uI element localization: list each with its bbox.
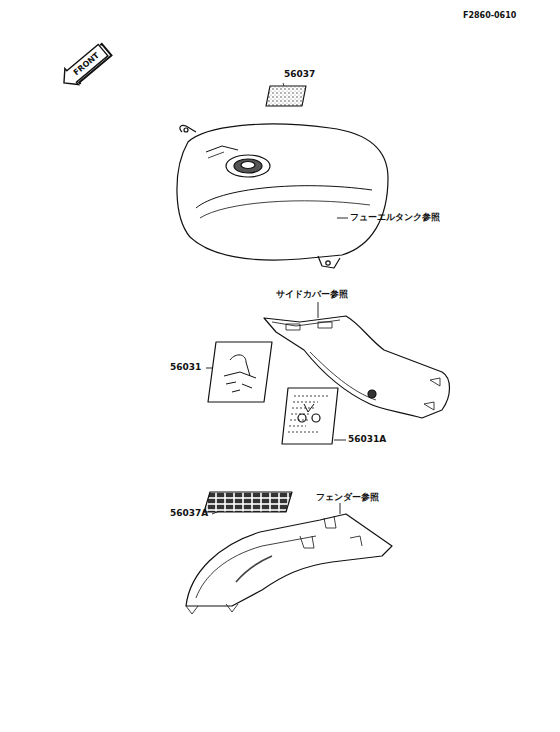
callout-number: 56037A <box>170 509 208 519</box>
callout-number: 56031 <box>170 363 201 373</box>
reference-note: フューエルタンク参照 <box>350 213 440 223</box>
reference-note: サイドカバー参照 <box>276 290 348 300</box>
decal-56037 <box>266 83 306 106</box>
callout-number: 56031A <box>348 435 386 445</box>
fuel-tank <box>177 124 388 268</box>
decal-56031A <box>282 388 346 444</box>
arrow-shadow <box>70 44 113 84</box>
reference-note: フェンダー参照 <box>316 493 379 503</box>
rear-fender <box>186 503 392 614</box>
front-arrow: FRONT <box>59 44 109 90</box>
decal-56037A <box>204 492 292 514</box>
arrow-shape <box>57 42 110 91</box>
drawing-number: F2860-0610 <box>463 12 516 21</box>
callout-number: 56037 <box>284 70 315 80</box>
decal-56031 <box>206 342 272 402</box>
